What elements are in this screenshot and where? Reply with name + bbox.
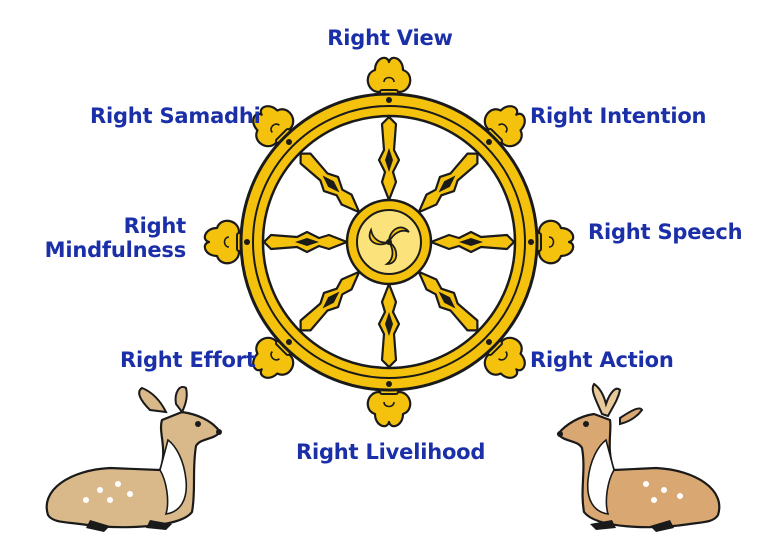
label-right-action: Right Action [530, 348, 674, 372]
label-right-intention: Right Intention [530, 104, 707, 128]
label-right-mindfulness-line1: Right [123, 214, 187, 238]
label-right-samadhi: Right Samadhi [90, 104, 261, 128]
label-right-effort: Right Effort [120, 348, 256, 372]
deer-left-icon [45, 386, 222, 532]
label-right-mindfulness-line2: Mindfulness [44, 238, 187, 262]
label-right-mindfulness: Right Mindfulness [40, 214, 187, 262]
label-right-livelihood: Right Livelihood [296, 440, 486, 464]
label-right-view: Right View [327, 26, 453, 50]
deer-right-icon [556, 382, 721, 532]
label-right-speech: Right Speech [588, 220, 743, 244]
